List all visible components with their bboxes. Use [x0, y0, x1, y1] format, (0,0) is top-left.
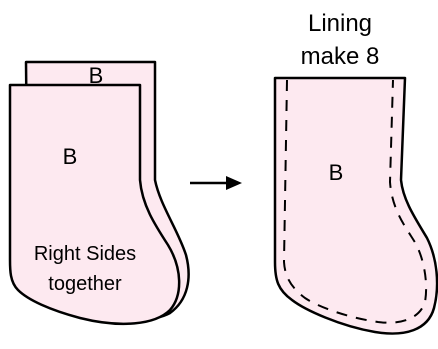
lining-caption-line2: make 8: [301, 43, 380, 70]
lining-piece-outline: [273, 76, 438, 335]
stacked-stocking-pieces: B B Right Sides together: [8, 60, 190, 326]
right-sides-together-note-line1: Right Sides: [34, 243, 136, 265]
lining-piece-label: B: [329, 160, 344, 185]
right-sides-together-note-line2: together: [48, 273, 122, 295]
front-piece-label: B: [63, 144, 78, 169]
stocking-front-piece: [8, 83, 181, 326]
right-arrow-icon: [190, 176, 242, 190]
lining-stocking: Lining make 8 B: [273, 10, 438, 335]
back-piece-label: B: [89, 63, 104, 88]
lining-caption-line1: Lining: [308, 10, 372, 37]
